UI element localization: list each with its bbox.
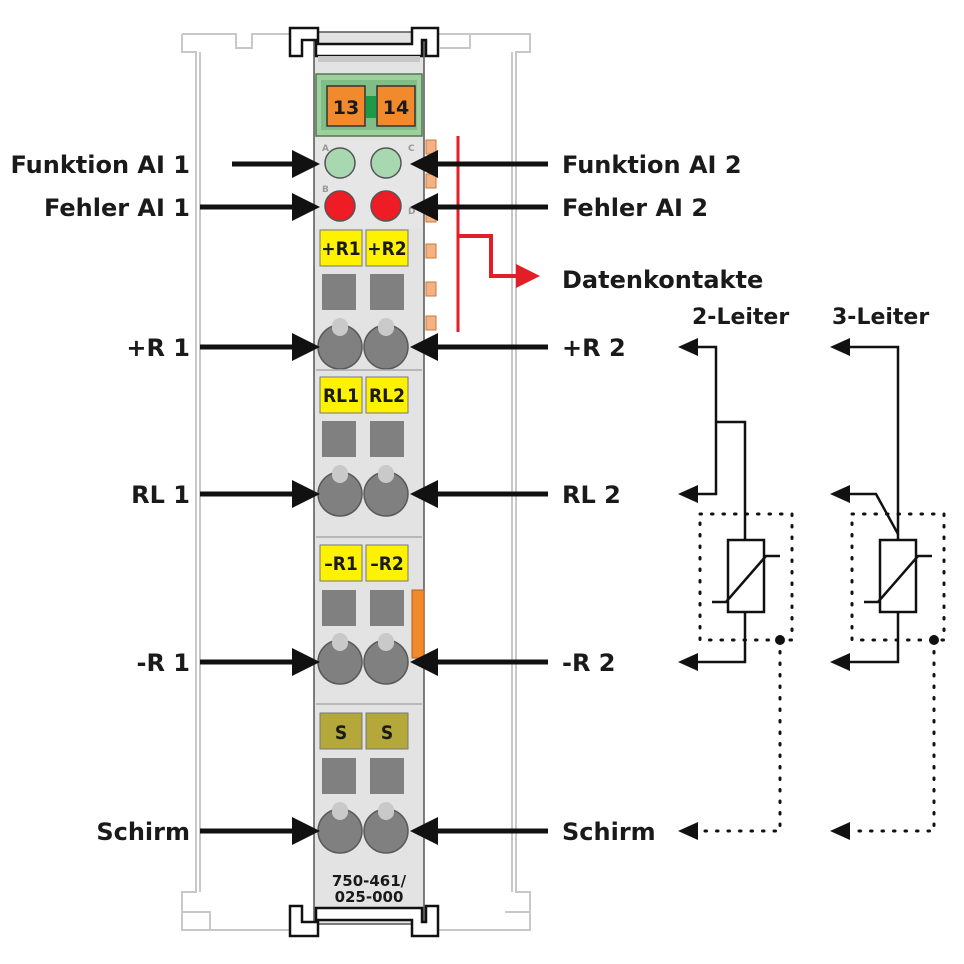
- label-data-contacts: Datenkontakte: [562, 266, 763, 294]
- key-label-minusR2: –R2: [370, 553, 404, 575]
- clamp-shield1: [317, 802, 363, 854]
- connector-14: [376, 85, 416, 127]
- led-error-ai2: [370, 190, 402, 222]
- clamp-minusR1: [317, 633, 363, 685]
- label-RL1: RL 1: [131, 481, 190, 509]
- neighbor-module-outline: [181, 33, 531, 931]
- led-function-ai2: [370, 147, 402, 179]
- three-wire-schematic: [830, 338, 946, 840]
- left-arrows: [200, 150, 320, 845]
- led-error-ai1: [324, 190, 356, 222]
- key-label-shield2: S: [381, 722, 393, 744]
- key-label-plusR1: +R1: [321, 238, 360, 260]
- three-wire-title: 3-Leiter: [832, 305, 929, 330]
- key-label-RL2: RL2: [369, 385, 405, 407]
- clamp-plusR1: [317, 318, 363, 370]
- clamp-plusR2: [363, 318, 409, 370]
- key-label-minusR1: –R1: [324, 553, 358, 575]
- clamp-RL2: [363, 465, 409, 517]
- key-minusR2: [365, 544, 409, 582]
- label-RL2: RL 2: [562, 481, 621, 509]
- led-letter-a: A: [322, 144, 329, 154]
- key-label-shield1: S: [335, 722, 347, 744]
- key-shield1: [319, 712, 363, 750]
- led-letter-b: B: [322, 185, 329, 195]
- two-wire-schematic: [678, 338, 794, 840]
- label-shield2: Schirm: [562, 818, 656, 846]
- led-letter-d: D: [408, 207, 415, 217]
- key-plusR2: [365, 229, 409, 267]
- label-error-ai2: Fehler AI 2: [562, 194, 708, 222]
- key-label-plusR2: +R2: [367, 238, 406, 260]
- led-letter-c: C: [408, 144, 415, 154]
- key-label-RL1: RL1: [323, 385, 359, 407]
- key-shield2: [365, 712, 409, 750]
- connector-label-13: 13: [333, 97, 359, 119]
- label-error-ai1: Fehler AI 1: [44, 194, 190, 222]
- label-minusR2: -R 2: [562, 649, 616, 677]
- right-arrows: [410, 150, 548, 845]
- clamp-minusR2: [363, 633, 409, 685]
- model-number-line1: 750-461/: [332, 872, 407, 890]
- label-plusR2: +R 2: [562, 334, 626, 362]
- connector-label-14: 14: [383, 97, 409, 119]
- model-number-line2: 025-000: [335, 888, 404, 906]
- label-shield1: Schirm: [96, 818, 190, 846]
- label-plusR1: +R 1: [126, 334, 190, 362]
- key-RL1: [319, 376, 363, 414]
- key-plusR1: [319, 229, 363, 267]
- label-function-ai1: Funktion AI 1: [10, 151, 190, 179]
- led-function-ai1: [324, 147, 356, 179]
- data-contacts-marker: [456, 136, 540, 332]
- label-function-ai2: Funktion AI 2: [562, 151, 742, 179]
- bottom-rail-clip: [288, 904, 440, 938]
- key-minusR1: [319, 544, 363, 582]
- connector-13: [326, 85, 366, 127]
- two-wire-title: 2-Leiter: [692, 305, 789, 330]
- io-module: 13 14 A B C D +R1 +R2: [288, 26, 440, 938]
- key-RL2: [365, 376, 409, 414]
- label-minusR1: -R 1: [137, 649, 191, 677]
- power-jumper: [411, 589, 425, 659]
- clamp-RL1: [317, 465, 363, 517]
- clamp-shield2: [363, 802, 409, 854]
- top-rail-clip: [288, 26, 440, 58]
